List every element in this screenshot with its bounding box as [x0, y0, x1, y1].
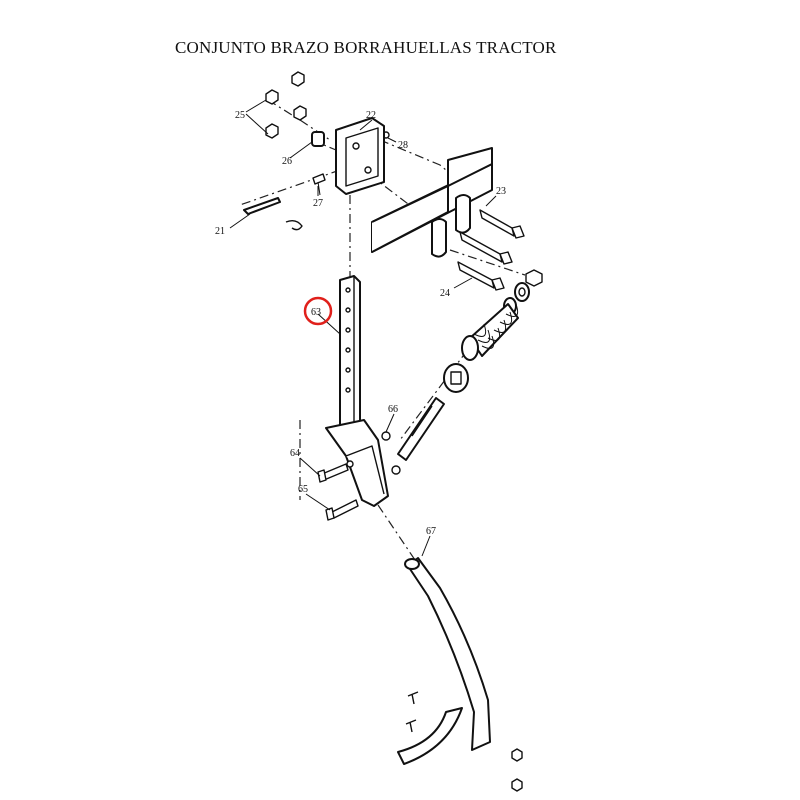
bolts-23: [459, 209, 525, 265]
callout-27: 27: [313, 198, 323, 209]
spring-rod-66: [381, 397, 445, 475]
bushing-26: [311, 131, 325, 147]
nut-25-group: [265, 71, 307, 139]
callout-22: 22: [366, 110, 376, 121]
callout-labels: 25 26 27 21 22 28 23 24 63 64 65 66 67: [215, 110, 506, 537]
sweep-point: [397, 691, 463, 765]
highlight-circle: [303, 296, 333, 326]
callout-21: 21: [215, 226, 225, 237]
pin-21: [243, 197, 303, 231]
bolt-65: [325, 499, 359, 521]
nut-25d: [291, 71, 305, 87]
square-tube: [371, 147, 493, 253]
bolt-24: [457, 261, 505, 291]
bracket-22: [335, 117, 385, 195]
callout-64: 64: [290, 448, 300, 459]
callout-28: 28: [398, 140, 408, 151]
callout-23: 23: [496, 186, 506, 197]
callout-26: 26: [282, 156, 292, 167]
callout-24: 24: [440, 288, 450, 299]
clamp-body: [325, 419, 389, 507]
nut-25b: [293, 105, 307, 121]
bolt-27: [312, 173, 326, 196]
nut-25a: [265, 89, 279, 105]
spring: [461, 303, 519, 361]
nut-25c: [265, 123, 279, 139]
diagram-title: CONJUNTO BRAZO BORRAHUELLAS TRACTOR: [175, 38, 557, 57]
bolt-64: [317, 463, 349, 483]
bottom-nuts: [511, 748, 523, 792]
callout-66: 66: [388, 404, 398, 415]
callout-25: 25: [235, 110, 245, 121]
spring-tine-67: [404, 557, 491, 751]
callout-67: 67: [426, 526, 436, 537]
spring-seat-washer: [443, 363, 469, 393]
callout-65: 65: [298, 484, 308, 495]
shank-63: [339, 275, 361, 435]
callout-leaders: [229, 99, 497, 557]
lug-plates: [431, 194, 471, 258]
callout-63: 63: [311, 307, 321, 318]
